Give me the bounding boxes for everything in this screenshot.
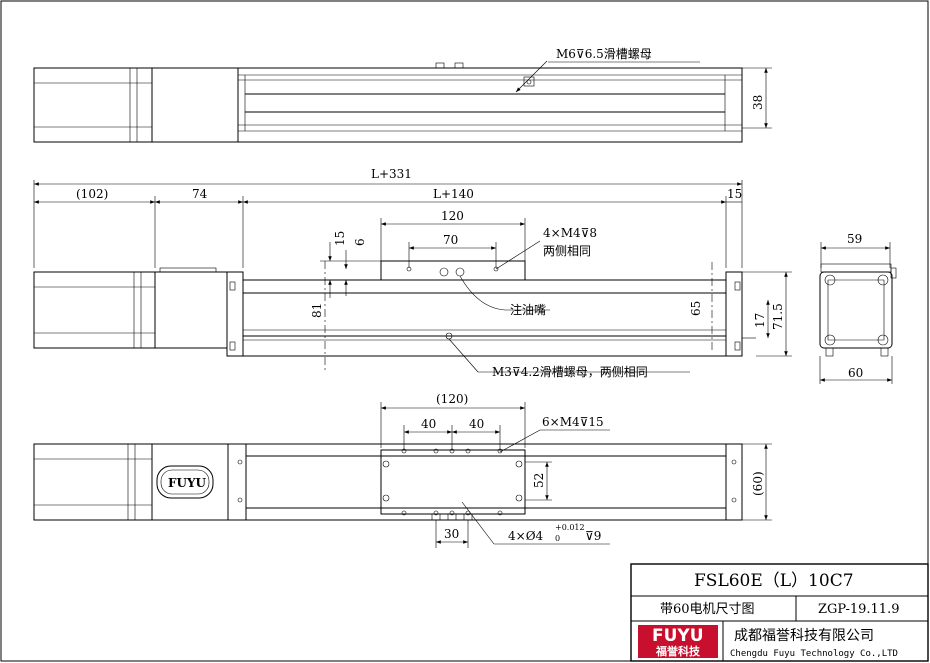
bottom-dim-60: (60) (751, 471, 765, 496)
side-callout-slot: M3⊽4.2滑槽螺母，两侧相同 (492, 365, 648, 379)
bottom-dim-40a: 40 (421, 417, 436, 431)
side-view: L+331 (102) 74 L+140 15 (33, 167, 792, 379)
company-cn: 成都福誉科技有限公司 (734, 628, 874, 644)
bottom-dim-30: 30 (444, 527, 459, 541)
title-description: 带60电机尺寸图 (660, 602, 755, 617)
side-dim-715: 71.5 (771, 303, 785, 330)
top-callout: M6⊽6.5滑槽螺母 (556, 47, 652, 61)
bottom-pin-tol-lower: 0 (555, 534, 560, 543)
bottom-logo-fuyu: FUYU (168, 476, 207, 490)
side-dim-coupler: 74 (192, 187, 208, 201)
side-dim-81: 81 (310, 303, 324, 318)
side-dim-6: 6 (353, 238, 367, 246)
bottom-dim-40b: 40 (469, 417, 484, 431)
side-dim-65: 65 (689, 301, 703, 316)
end-view: 59 60 (819, 232, 897, 384)
side-dim-carriage: 120 (441, 209, 464, 223)
side-dim-total: L+331 (371, 167, 412, 181)
side-dim-70: 70 (443, 233, 458, 247)
title-block: FSL60E（L）10C7 带60电机尺寸图 ZGP-19.11.9 FUYU … (630, 563, 929, 662)
bottom-pin-tol-upper: +0.012 (555, 523, 585, 532)
logo-en: FUYU (652, 626, 704, 646)
bottom-view: (120) 40 40 6×M4⊽15 FUYU (33, 392, 772, 548)
side-callout-oil: 注油嘴 (510, 302, 546, 317)
side-dim-stroke: L+140 (433, 187, 474, 201)
title-model: FSL60E（L）10C7 (694, 571, 854, 591)
top-view: M6⊽6.5滑槽螺母 38 (33, 47, 772, 143)
bottom-callout-holes: 6×M4⊽15 (542, 415, 604, 429)
bottom-pin-depth: ⊽9 (585, 529, 601, 543)
side-dim-15: 15 (333, 231, 347, 246)
side-dim-end: 15 (727, 187, 742, 201)
side-callout-holes-2: 两侧相同 (543, 244, 591, 258)
end-dim-top: 59 (847, 232, 862, 246)
bottom-dim-carriage: (120) (436, 392, 468, 406)
side-dim-motor: (102) (76, 187, 108, 201)
side-dim-17: 17 (753, 313, 767, 328)
title-drawing-no: ZGP-19.11.9 (818, 602, 899, 617)
bottom-dim-52: 52 (532, 473, 546, 488)
fuyu-logo (638, 625, 718, 658)
top-dim-38: 38 (751, 95, 765, 110)
bottom-callout-pins: 4×Ø4 (508, 529, 544, 543)
end-dim-bottom: 60 (848, 366, 863, 380)
side-callout-holes: 4×M4⊽8 (543, 226, 597, 240)
logo-cn: 福誉科技 (655, 644, 701, 658)
company-en: Chengdu Fuyu Technology Co.,LTD (730, 649, 898, 659)
